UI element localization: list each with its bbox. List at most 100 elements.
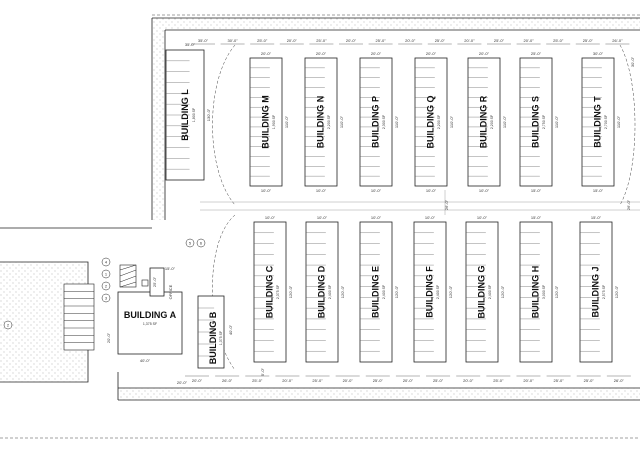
building-t-name: BUILDING T [593, 96, 603, 148]
building-j-length-dim: 120'-0" [614, 285, 619, 298]
building-t-end-dim: 15'-0" [593, 188, 604, 193]
building-r-length-dim: 110'-0" [502, 115, 507, 128]
building-p-end-dim: 10'-0" [371, 188, 382, 193]
building-r-end-dim: 10'-0" [479, 188, 490, 193]
building-f-area: 2,400 SF [436, 285, 440, 299]
keynote-2-left: 2 [3, 320, 13, 330]
building-t-width-dim: 30'-0" [593, 51, 604, 56]
bottom-spacing-dimensions: 20'-0" 26'-0" 25'-0" 20'-0" 25'-0" 20'-0" 25'-… [185, 375, 631, 383]
building-h-outline [519, 221, 553, 363]
keynote-5: 5 [185, 238, 195, 248]
building-q-area: 2,200 SF [437, 115, 441, 129]
keynote-3: 3 [101, 293, 111, 303]
building-c-width-dim: 10'-0" [265, 215, 276, 220]
building-e-width-dim: 10'-0" [371, 215, 382, 220]
building-f-name: BUILDING F [425, 266, 435, 318]
building-c-outline [253, 221, 287, 363]
top-spacing-dim: 25'-0" [316, 38, 327, 43]
bottom-spacing-dim: 25'-0" [312, 378, 323, 383]
building-g-width-dim: 10'-0" [477, 215, 488, 220]
building-s-length-dim: 110'-0" [554, 115, 559, 128]
building-e-area: 2,400 SF [382, 285, 386, 299]
building-f-length-dim: 120'-0" [448, 285, 453, 298]
drive-centerline [200, 190, 640, 215]
bottom-spacing-dim: 25'-0" [252, 378, 263, 383]
building-c-length-dim: 120'-0" [288, 285, 293, 298]
bottom-spacing-dim: 20'-0" [463, 378, 474, 383]
top-spacing-dimensions: 35'-0" 30'-0" 25'-0" 20'-0" 25'-0" 20'-0" 25'-… [191, 38, 630, 45]
top-spacing-dim: 30'-0" [227, 38, 238, 43]
building-h-name: BUILDING H [531, 266, 541, 319]
keynote-6: 6 [196, 238, 206, 248]
keynote-1-label: 1 [105, 272, 108, 277]
keynote-1: 1 [101, 269, 111, 279]
top-spacing-dim: 20'-0" [346, 38, 357, 43]
parking-stalls [63, 283, 95, 351]
bottom-spacing-dim: 25'-0" [433, 378, 444, 383]
keynote-4: 4 [101, 257, 111, 267]
building-d-name: BUILDING D [317, 265, 327, 318]
top-spacing-dim: 25'-0" [257, 38, 268, 43]
building-l: BUILDING L 1,800 SF 130'-0" 35'-0" [165, 42, 211, 181]
top-spacing-dim: 35'-0" [198, 38, 209, 43]
building-h-length-dim: 120'-0" [554, 285, 559, 298]
building-d-area: 2,400 SF [328, 285, 332, 299]
top-spacing-dim: 26'-0" [612, 38, 623, 43]
building-d-width-dim: 10'-0" [317, 215, 328, 220]
building-r-area: 2,200 SF [490, 115, 494, 129]
building-m-width-dim: 20'-0" [261, 51, 272, 56]
building-a-left-dim: 20'-0" [106, 332, 111, 343]
bottom-spacing-dim: 26'-0" [222, 378, 233, 383]
building-s-outline [519, 57, 553, 187]
property-line [0, 14, 640, 439]
building-a-area: 1,375 SF [143, 322, 157, 326]
building-m-end-dim: 10'-0" [261, 188, 272, 193]
building-c-name: BUILDING C [265, 265, 275, 318]
building-g-length-dim: 120'-0" [500, 285, 505, 298]
building-c-side-dim: 5'-0" [260, 367, 265, 376]
top-spacing-dim: 25'-0" [583, 38, 594, 43]
building-j-width-dim: 15'-0" [591, 215, 602, 220]
building-q-outline [414, 57, 448, 187]
building-b-bottom-dim: 20'-0" [177, 380, 188, 385]
building-h-area: 3,000 SF [542, 285, 546, 299]
building-n-name: BUILDING N [316, 96, 326, 149]
keynote-6-label: 6 [200, 241, 203, 246]
building-n-width-dim: 20'-0" [316, 51, 327, 56]
office-dim: 25'-0" [152, 276, 157, 287]
top-spacing-dim: 20'-0" [523, 38, 534, 43]
building-t-outline [581, 57, 615, 187]
bottom-spacing-dim: 20'-0" [282, 378, 293, 383]
enclosure-hatch [119, 264, 137, 288]
keynote-2: 2 [101, 281, 111, 291]
building-g-area: 2,400 SF [488, 285, 492, 299]
building-s-width-dim: 25'-0" [531, 51, 542, 56]
top-spacing-dim: 25'-0" [375, 38, 386, 43]
building-j-area: 2,575 SF [602, 285, 606, 299]
building-q-end-dim: 10'-0" [426, 188, 437, 193]
building-q-width-dim: 20'-0" [426, 51, 437, 56]
enclosure [119, 264, 137, 288]
bottom-spacing-dim: 20'-0" [523, 378, 534, 383]
building-q-length-dim: 110'-0" [449, 115, 454, 128]
building-r-outline [467, 57, 501, 187]
building-s-area: 2,750 SF [542, 115, 546, 129]
building-b-area: 1,375 SF [219, 331, 223, 345]
building-r-width-dim: 20'-0" [479, 51, 490, 56]
building-s-end-dim: 15'-0" [531, 188, 542, 193]
aisle-dim-1: 26'-0" [444, 199, 449, 210]
building-s-name: BUILDING S [531, 96, 541, 148]
building-l-length-dim: 130'-0" [206, 108, 211, 121]
keynote-5-label: 5 [189, 241, 192, 246]
keynote-4-label: 4 [105, 260, 108, 265]
keynote-2-left-label: 2 [7, 323, 10, 328]
bottom-spacing-dim: 25'-0" [584, 378, 595, 383]
top-spacing-dim: 25'-0" [494, 38, 505, 43]
building-p-outline [359, 57, 393, 187]
